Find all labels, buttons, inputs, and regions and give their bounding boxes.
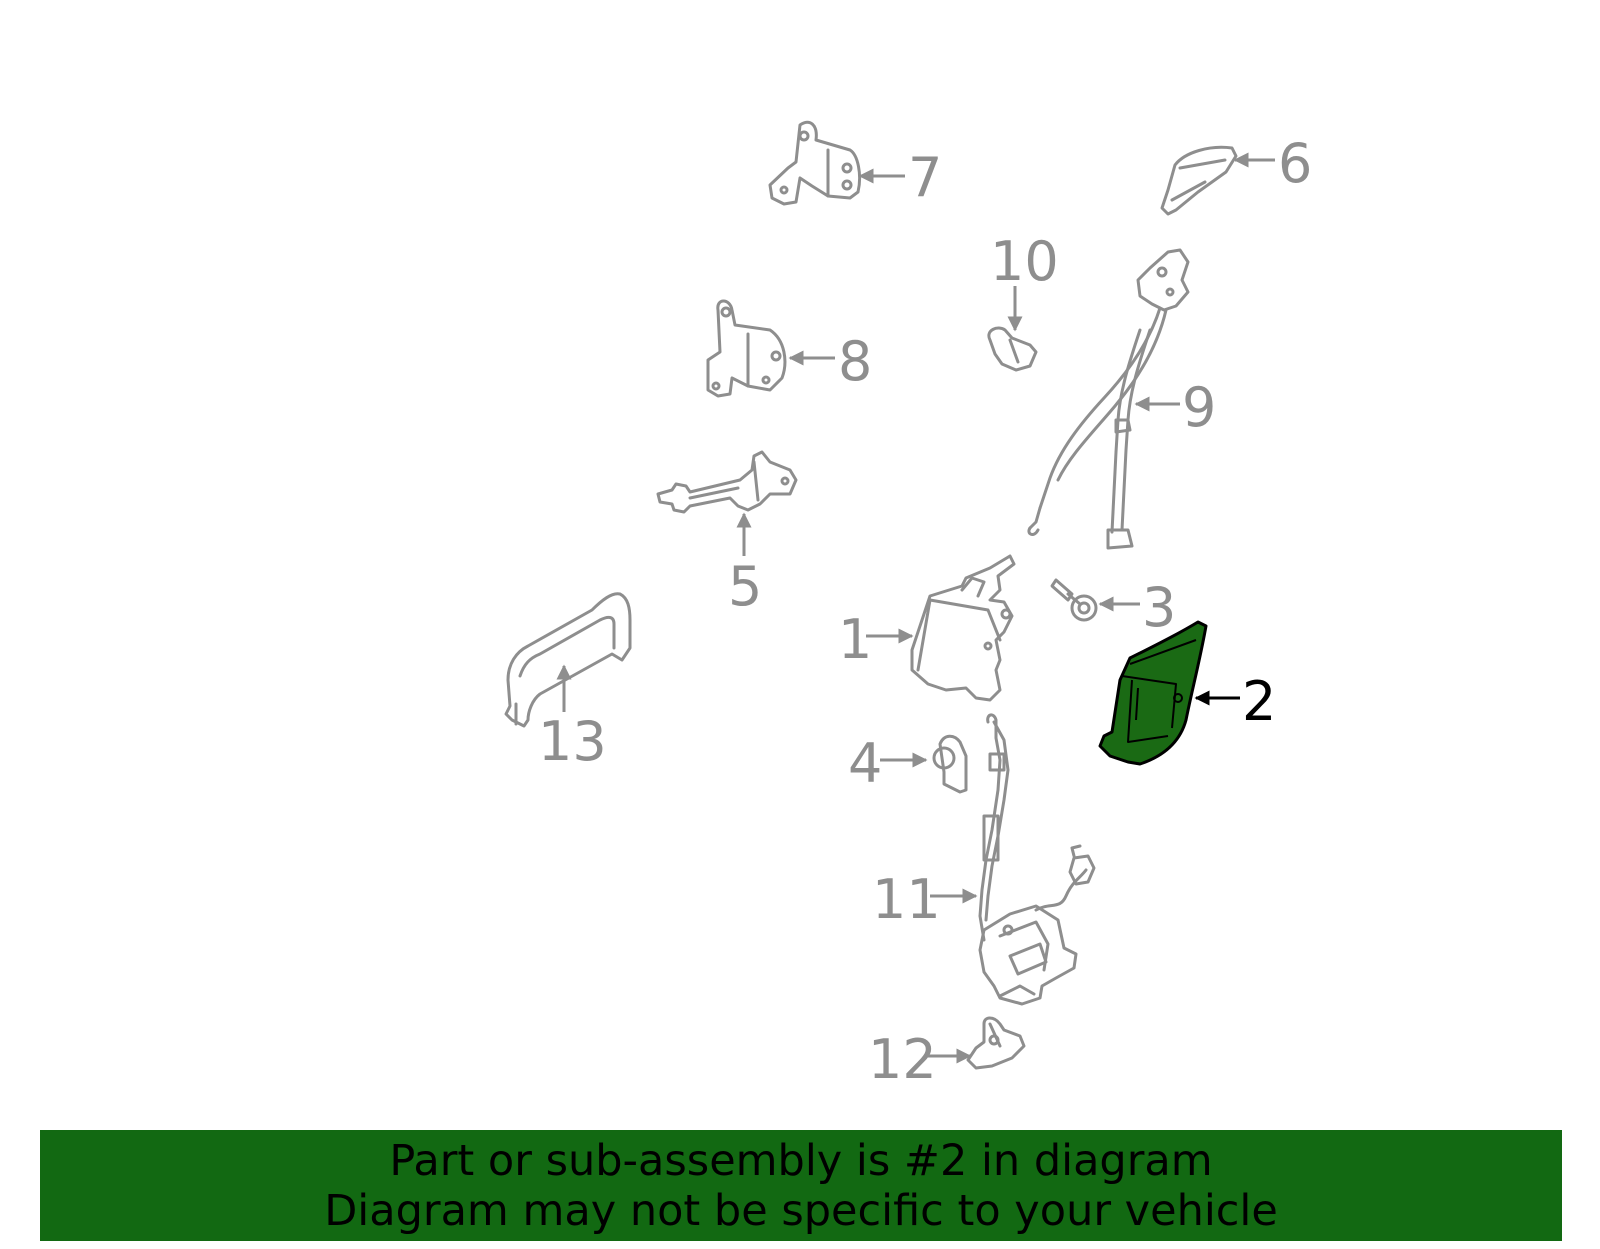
part-1-inside-handle[interactable] [910, 554, 1016, 702]
callout-1-label: 1 [838, 608, 872, 671]
part-8-lower-hinge[interactable] [706, 299, 787, 398]
part-5-door-check[interactable] [656, 450, 798, 514]
callout-7: 7 [858, 146, 942, 209]
part-7-upper-hinge[interactable] [768, 120, 862, 206]
callout-13-label: 13 [538, 710, 607, 773]
callout-9: 9 [1134, 376, 1216, 439]
callout-3-label: 3 [1142, 576, 1176, 639]
part-10-clip[interactable] [987, 326, 1038, 372]
callout-10: 10 [990, 230, 1059, 332]
callout-12-label: 12 [868, 1028, 937, 1091]
callout-4: 4 [848, 732, 928, 795]
part-13-handle-bezel[interactable] [504, 592, 632, 728]
callout-2: 2 [1194, 670, 1276, 733]
banner-line-2: Diagram may not be specific to your vehi… [324, 1186, 1278, 1236]
callout-8: 8 [788, 330, 872, 393]
callout-7-label: 7 [908, 146, 942, 209]
callout-5-label: 5 [728, 555, 762, 618]
part-2-highlighted[interactable] [1098, 620, 1208, 766]
info-banner: Part or sub-assembly is #2 in diagram Di… [40, 1130, 1562, 1241]
callout-8-label: 8 [838, 330, 872, 393]
part-9-latch-cable[interactable] [1027, 248, 1190, 550]
callout-9-label: 9 [1182, 376, 1216, 439]
callout-11: 11 [872, 868, 978, 931]
part-4-bumper[interactable] [932, 734, 968, 794]
callout-1: 1 [838, 608, 914, 671]
callout-10-label: 10 [990, 230, 1059, 293]
banner-line-1: Part or sub-assembly is #2 in diagram [389, 1136, 1213, 1186]
callout-5: 5 [728, 512, 762, 618]
callout-13: 13 [538, 664, 607, 773]
callout-6: 6 [1233, 132, 1312, 195]
callout-3: 3 [1098, 576, 1176, 639]
part-6-handle-cover[interactable] [1160, 145, 1238, 216]
part-12-striker[interactable] [966, 1016, 1026, 1070]
callout-2-label: 2 [1242, 670, 1276, 733]
part-3-screw[interactable] [1050, 578, 1098, 622]
callout-4-label: 4 [848, 732, 882, 795]
part-11-lock-assembly[interactable] [978, 713, 1096, 1006]
callout-12: 12 [868, 1028, 972, 1091]
callout-6-label: 6 [1278, 132, 1312, 195]
callout-11-label: 11 [872, 868, 941, 931]
